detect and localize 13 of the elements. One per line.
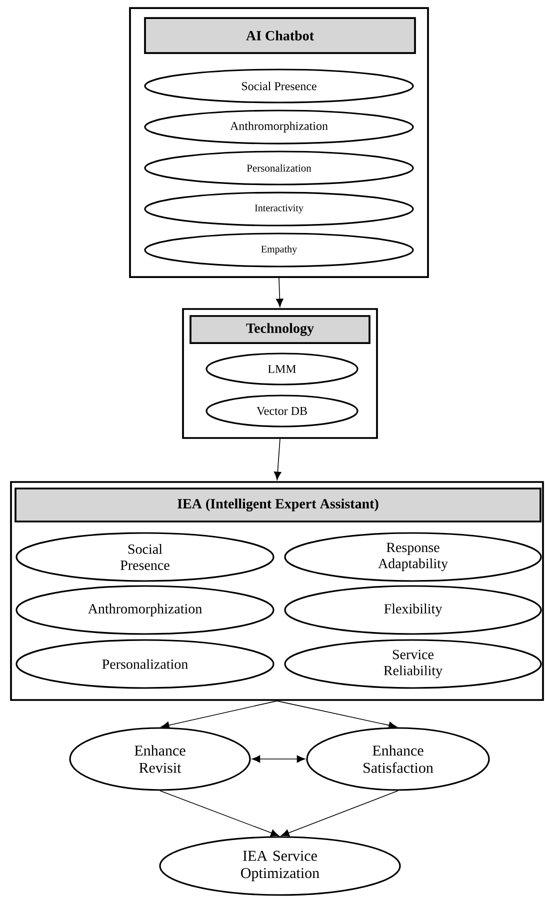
- arrow: [160, 790, 280, 836]
- arrow: [274, 438, 282, 480]
- arrow: [161, 700, 278, 729]
- header-bar: Technology: [190, 315, 370, 344]
- arrow: [280, 790, 398, 836]
- header-bar: IEA (Intelligent Expert Assistant): [14, 488, 542, 522]
- arrow: [276, 278, 284, 308]
- arrow: [252, 755, 306, 763]
- group-box: [129, 7, 429, 278]
- arrow: [276, 700, 397, 729]
- group-box: [182, 308, 378, 439]
- header-bar: AI Chatbot: [144, 17, 416, 54]
- group-box: [10, 481, 544, 701]
